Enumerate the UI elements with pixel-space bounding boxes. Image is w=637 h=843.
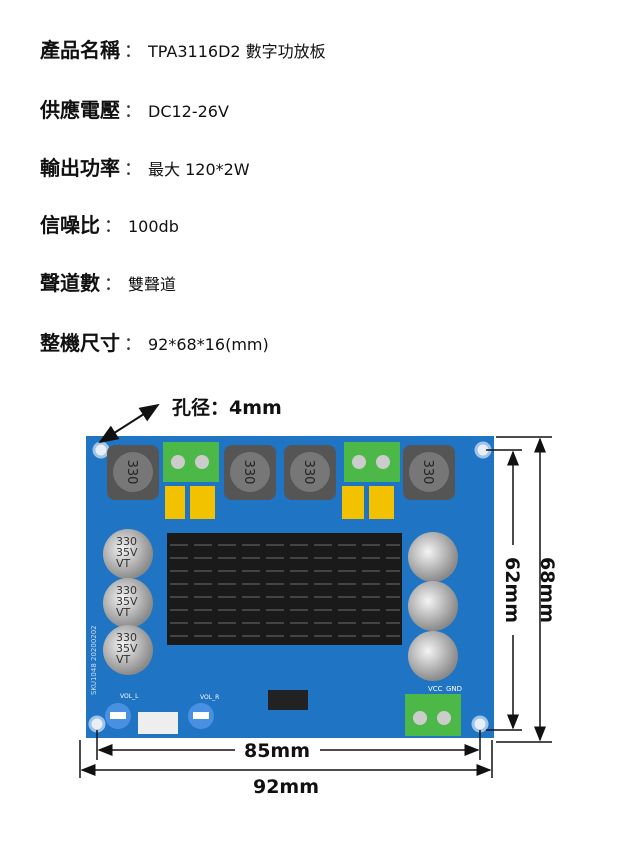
svg-text:VOL_R: VOL_R xyxy=(200,694,219,701)
svg-text:330: 330 xyxy=(116,584,137,597)
svg-text:VOL_L: VOL_L xyxy=(120,693,139,700)
svg-text:330: 330 xyxy=(420,460,435,485)
height-outer-label: 68mm xyxy=(536,557,558,623)
svg-text:330: 330 xyxy=(116,535,137,548)
spec-value: 92*68*16(mm) xyxy=(148,335,269,354)
svg-text:330: 330 xyxy=(241,460,256,485)
spec-output-power: 輸出功率：最大 120*2W xyxy=(40,152,250,181)
speaker-terminal-left xyxy=(163,442,219,482)
spec-dimensions: 整機尺寸：92*68*16(mm) xyxy=(40,327,269,356)
spec-value: 雙聲道 xyxy=(128,275,177,294)
spec-label: 產品名稱 xyxy=(40,38,120,62)
spec-product-name: 產品名稱：TPA3116D2 數字功放板 xyxy=(40,34,326,63)
spec-label: 聲道數 xyxy=(40,271,100,295)
svg-text:330: 330 xyxy=(301,460,316,485)
spec-label: 供應電壓 xyxy=(40,98,120,122)
svg-text:GND: GND xyxy=(446,685,462,693)
spec-value: 最大 120*2W xyxy=(148,160,250,179)
audio-input-connector xyxy=(138,712,178,734)
svg-text:35V: 35V xyxy=(116,595,138,608)
amp-chip xyxy=(268,690,308,710)
width-inner-label: 85mm xyxy=(244,740,310,762)
spec-value: TPA3116D2 數字功放板 xyxy=(148,42,326,61)
hole-diameter-label: 孔径：4mm xyxy=(172,397,282,419)
svg-text:330: 330 xyxy=(124,460,139,485)
height-inner-label: 62mm xyxy=(501,557,523,623)
mounting-holes xyxy=(88,441,492,733)
width-outer-label: 92mm xyxy=(253,776,319,798)
dimension-lines xyxy=(79,436,552,778)
spec-value: DC12-26V xyxy=(148,102,229,121)
heatsink xyxy=(167,533,402,645)
spec-label: 整機尺寸 xyxy=(40,331,120,355)
spec-supply-voltage: 供應電壓：DC12-26V xyxy=(40,94,229,123)
spec-snr: 信噪比：100db xyxy=(40,209,179,238)
svg-text:VT: VT xyxy=(116,606,131,619)
spec-label: 信噪比 xyxy=(40,213,100,237)
svg-text:35V: 35V xyxy=(116,546,138,559)
speaker-terminal-right xyxy=(344,442,400,482)
svg-text:330: 330 xyxy=(116,631,137,644)
spec-label: 輸出功率 xyxy=(40,156,120,180)
svg-text:VCC: VCC xyxy=(428,685,443,693)
svg-text:35V: 35V xyxy=(116,642,138,655)
board-silkscreen: SKU1048 20200202 xyxy=(90,625,98,695)
spec-value: 100db xyxy=(128,217,179,236)
inductors: 330 330 330 330 xyxy=(107,445,455,500)
svg-text:VT: VT xyxy=(116,653,131,666)
volume-pots: VOL_L VOL_R xyxy=(105,693,219,729)
hole-arrow xyxy=(98,403,160,444)
film-capacitors xyxy=(165,486,394,519)
spec-channels: 聲道數：雙聲道 xyxy=(40,267,176,296)
svg-text:VT: VT xyxy=(116,557,131,570)
